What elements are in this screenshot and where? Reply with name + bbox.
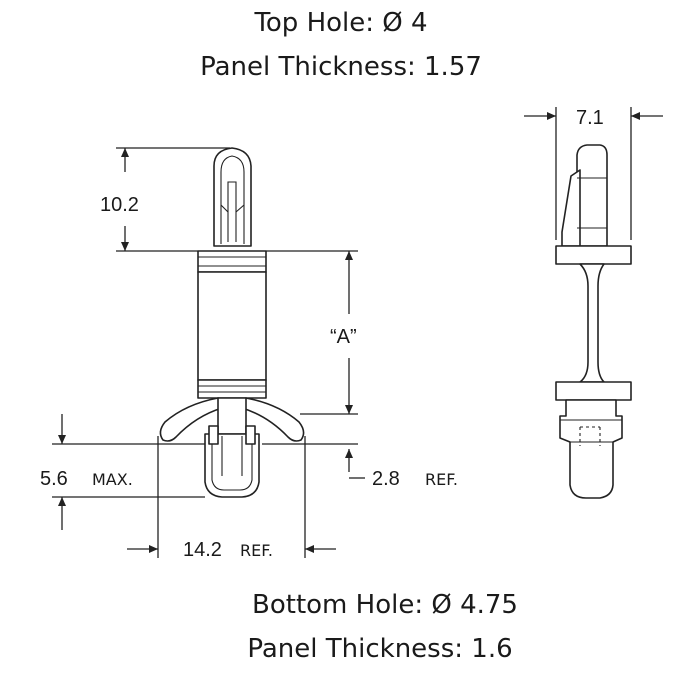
lower-gap-unit: REF. [425, 470, 458, 489]
spring-wings [159, 397, 305, 442]
side-upper-flange [555, 245, 632, 265]
side-lower-flange [555, 381, 632, 401]
spacer-body [197, 271, 267, 381]
side-bottom-snap [559, 399, 623, 499]
bottom-flange [197, 379, 267, 399]
front-view: 10.2 “A” 5.6 MAX. [40, 147, 458, 561]
dimension-7-1: 7.1 [524, 107, 663, 240]
side-width-label: 7.1 [576, 107, 604, 129]
top-snap-arrow [213, 147, 252, 247]
bottom-height-unit: MAX. [92, 470, 133, 489]
top-flange [197, 250, 267, 273]
side-top-snap [561, 144, 608, 247]
side-view: 7.1 [524, 107, 663, 499]
height-a-label: “A” [330, 326, 357, 348]
bottom-snap [204, 425, 260, 498]
top-height-label: 10.2 [100, 194, 139, 216]
base-width-unit: REF. [240, 541, 273, 560]
top-hole-label: Top Hole: Ø 4 [254, 8, 428, 38]
side-web [579, 263, 605, 383]
bottom-panel-thickness-label: Panel Thickness: 1.6 [247, 634, 513, 664]
base-width-value: 14.2 [183, 539, 222, 561]
dimension-a: “A” [266, 250, 358, 415]
neck [217, 397, 247, 435]
dimension-14-2: 14.2 REF. [127, 436, 336, 561]
top-panel-thickness-label: Panel Thickness: 1.57 [200, 52, 482, 82]
bottom-height-value: 5.6 [40, 468, 68, 490]
bottom-hole-label: Bottom Hole: Ø 4.75 [252, 590, 518, 620]
dimension-2-8: 2.8 REF. [262, 443, 458, 490]
dimension-10-2: 10.2 [100, 147, 230, 252]
dimension-5-6: 5.6 MAX. [40, 414, 205, 530]
lower-gap-value: 2.8 [372, 468, 400, 490]
